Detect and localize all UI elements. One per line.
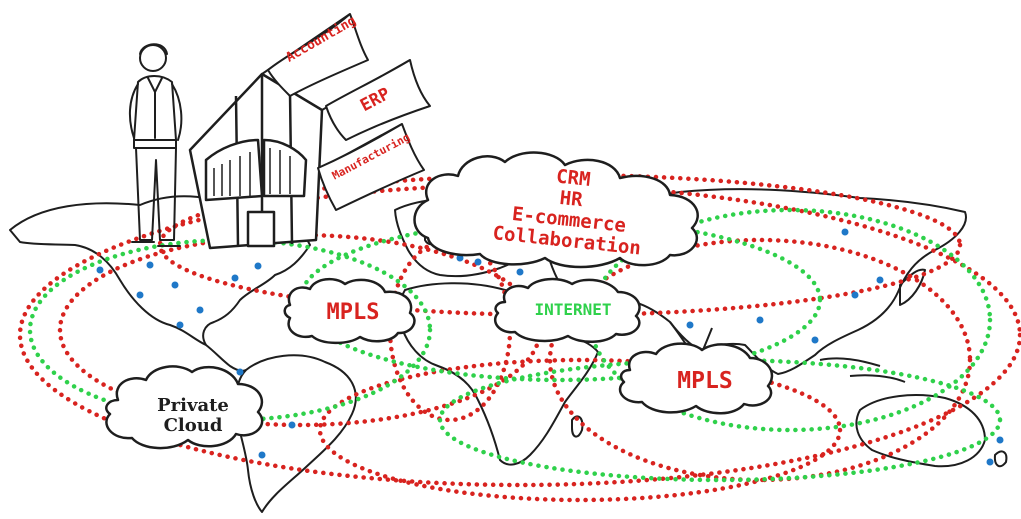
person-figure	[130, 44, 181, 246]
building-door	[248, 212, 274, 246]
site-node	[172, 282, 179, 289]
site-node	[147, 262, 154, 269]
site-node	[687, 322, 694, 329]
site-node	[842, 229, 849, 236]
site-node	[259, 452, 266, 459]
person-belt	[134, 140, 176, 148]
site-node	[812, 337, 819, 344]
private-cloud-line1: Private	[128, 396, 258, 416]
site-node	[475, 259, 482, 266]
site-node	[177, 322, 184, 329]
site-node	[987, 459, 994, 466]
site-node	[137, 292, 144, 299]
australia	[856, 395, 985, 466]
japan	[900, 270, 925, 305]
site-node	[517, 269, 524, 276]
site-node	[97, 267, 104, 274]
mpls-west-label: MPLS	[298, 300, 408, 325]
site-node	[997, 437, 1004, 444]
private-cloud-label: Private Cloud	[128, 396, 258, 436]
building	[190, 74, 322, 248]
person-legs	[136, 148, 176, 240]
site-node	[289, 422, 296, 429]
private-cloud-line2: Cloud	[128, 416, 258, 436]
mpls-east-label: MPLS	[640, 368, 770, 394]
new-zealand	[995, 451, 1006, 466]
site-node	[877, 277, 884, 284]
internet-label: INTERNET	[508, 300, 638, 319]
site-node	[757, 317, 764, 324]
site-node	[852, 292, 859, 299]
site-node	[232, 275, 239, 282]
site-node	[255, 263, 262, 270]
site-node	[197, 307, 204, 314]
site-node	[237, 369, 244, 376]
